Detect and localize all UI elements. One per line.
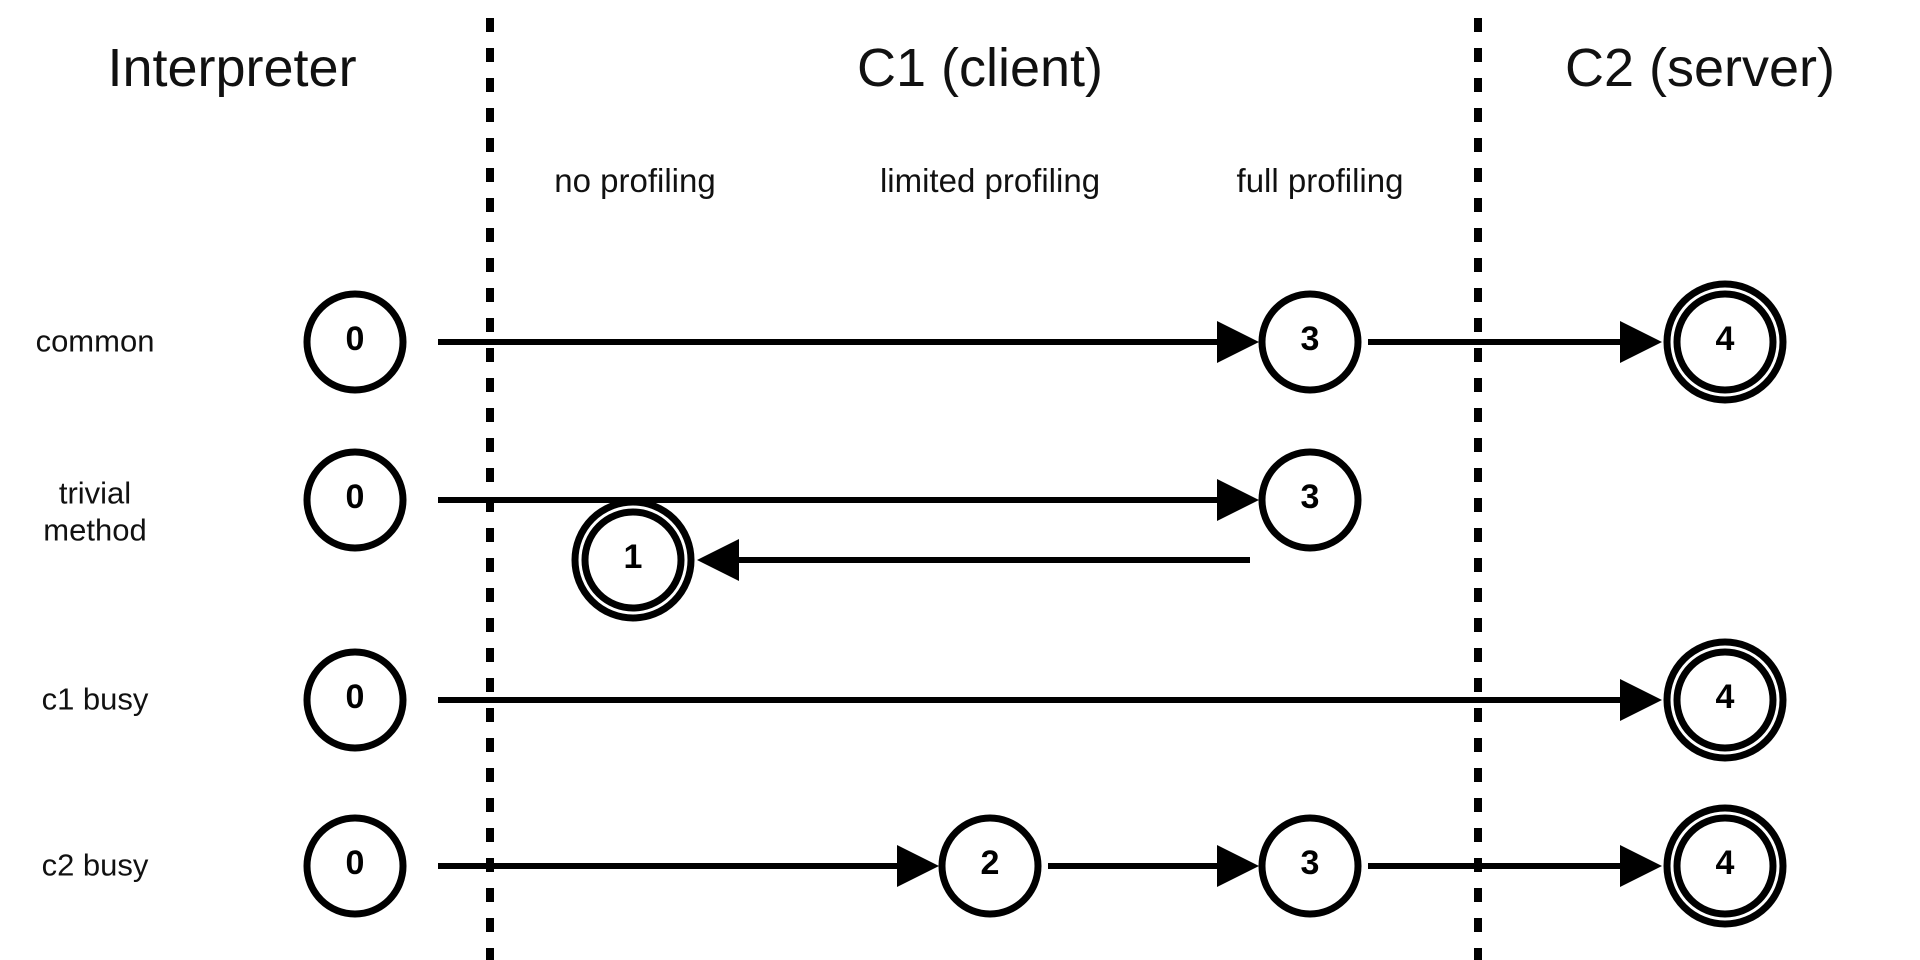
column-title-c1-client: C1 (client) [856,38,1104,98]
row-label-line: method [43,512,147,547]
node-c1busy-0 [303,648,407,752]
column-title-interpreter: Interpreter [107,38,357,98]
transition-edges [438,321,1662,887]
node-trivial-3 [1258,448,1362,552]
phase-label-limited-profiling: limited profiling [879,162,1101,199]
node-c1busy-4 [1673,648,1777,752]
row-label-line: common [35,323,155,359]
node-c2busy-0 [303,814,407,918]
section-dividers [486,18,1482,960]
node-common-4 [1673,290,1777,394]
row-label-line: c2 busy [41,847,149,883]
node-common-0 [303,290,407,394]
row-label-line: c1 busy [41,681,149,717]
column-title-c2-server: C2 (server) [1564,38,1836,98]
node-trivial-0 [303,448,407,552]
row-label-c2-busy: c2 busy [42,848,149,885]
node-c2busy-2 [938,814,1042,918]
row-label-common: common [36,324,155,361]
node-c2busy-3 [1258,814,1362,918]
node-c2busy-4 [1673,814,1777,918]
row-label-line: trivial [58,475,132,511]
phase-label-no-profiling: no profiling [554,162,716,199]
row-label-c1-busy: c1 busy [42,682,149,719]
phase-label-full-profiling: full profiling [1236,162,1404,199]
node-common-3 [1258,290,1362,394]
state-nodes [303,280,1787,928]
node-trivial-1 [581,508,685,612]
